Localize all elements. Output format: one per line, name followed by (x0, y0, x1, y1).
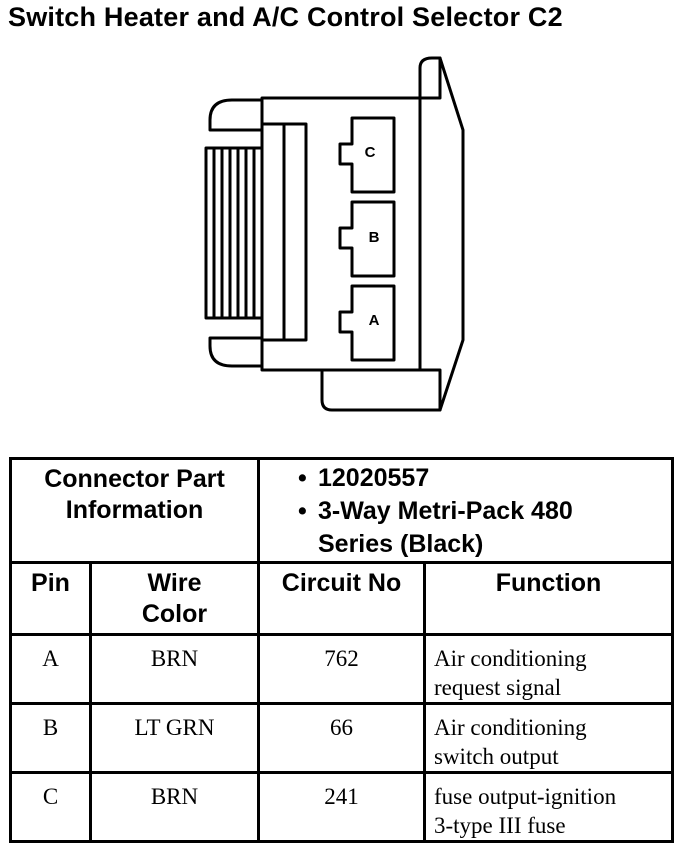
column-header-wire-color: Wire Color (89, 561, 260, 636)
part-description: •3-Way Metri-Pack 480 (298, 497, 573, 525)
pin-cell: C (9, 771, 92, 843)
part-number: •12020557 (298, 464, 430, 492)
cavity-b (338, 200, 396, 278)
pin-cell: B (9, 702, 92, 774)
cavity-label-a: A (369, 312, 380, 329)
column-header-row: Pin Wire Color Circuit No Function (9, 561, 674, 636)
page-title: Switch Heater and A/C Control Selector C… (8, 2, 563, 32)
cavity-label-c: C (365, 144, 376, 161)
column-header-pin: Pin (9, 561, 92, 636)
column-header-function: Function (423, 561, 674, 636)
circuit-cell: 241 (257, 771, 426, 843)
table-row: B LT GRN 66 Air conditioning switch outp… (9, 702, 674, 774)
function-cell: fuse output-ignition 3-type III fuse (423, 771, 674, 843)
circuit-cell: 66 (257, 702, 426, 774)
cavity-label-b: B (369, 229, 380, 246)
part-info-row: Connector Part Information •12020557 •3-… (9, 457, 674, 564)
function-cell: Air conditioning switch output (423, 702, 674, 774)
column-header-circuit: Circuit No (257, 561, 426, 636)
wire-color-cell: BRN (89, 633, 260, 705)
connector-diagram: C B A (204, 56, 465, 412)
wire-color-cell: LT GRN (89, 702, 260, 774)
cavity-c (338, 116, 396, 194)
table-row: A BRN 762 Air conditioning request signa… (9, 633, 674, 705)
upper-ear (208, 98, 264, 132)
pin-cell: A (9, 633, 92, 705)
connector-pin-table: Connector Part Information •12020557 •3-… (9, 457, 674, 843)
connector-latch-ribs (204, 146, 264, 320)
lower-ear (208, 336, 264, 368)
part-info-label: Connector Part Information (9, 457, 260, 564)
connector-shroud (320, 56, 465, 412)
wire-color-cell: BRN (89, 771, 260, 843)
table-row: C BRN 241 fuse output-ignition 3-type II… (9, 771, 674, 843)
cavity-a (338, 284, 396, 362)
part-info-details: •12020557 •3-Way Metri-Pack 480 Series (… (257, 457, 674, 564)
connector-slot (282, 122, 308, 342)
circuit-cell: 762 (257, 633, 426, 705)
function-cell: Air conditioning request signal (423, 633, 674, 705)
